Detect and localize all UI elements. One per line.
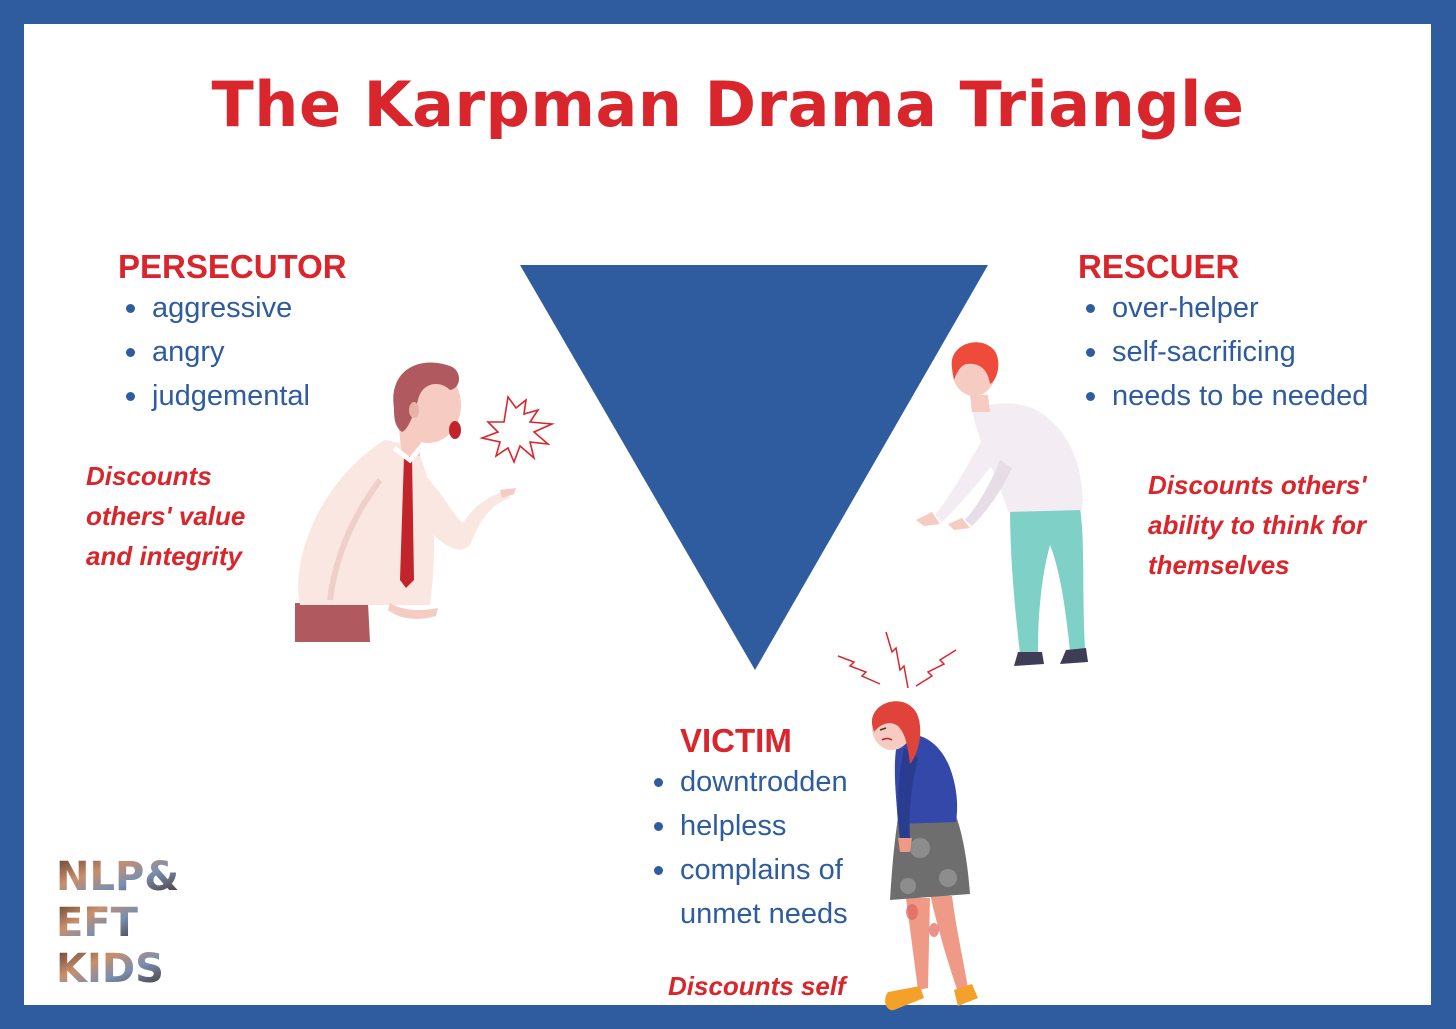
bullet-icon <box>1086 392 1095 401</box>
bullet-icon <box>126 348 135 357</box>
bullet-icon <box>1086 304 1095 313</box>
list-item: needs to be needed <box>1078 374 1368 418</box>
distress-burst-icon <box>837 631 957 689</box>
rescuer-section: RESCUER over-helper self-sacrificing nee… <box>1078 248 1368 418</box>
list-item: judgemental <box>118 374 347 418</box>
rescuer-discount: Discounts others' ability to think for t… <box>1148 470 1367 580</box>
victim-traits: downtrodden helpless complains of unmet … <box>646 760 848 936</box>
bullet-icon <box>654 822 663 831</box>
logo-line-1: NLP& <box>56 854 179 900</box>
list-item: downtrodden <box>646 760 848 804</box>
list-item: self-sacrificing <box>1078 330 1368 374</box>
list-item: over-helper <box>1078 286 1368 330</box>
persecutor-discount: Discounts others' value and integrity <box>86 461 246 571</box>
list-item: unmet needs <box>680 898 848 930</box>
bullet-icon <box>126 304 135 313</box>
shouting-man-illustration <box>295 362 516 642</box>
list-item: aggressive <box>118 286 347 330</box>
logo-icon: NLP& EFT KIDS <box>56 854 179 992</box>
victim-discount: Discounts self <box>668 971 846 1001</box>
helping-man-illustration <box>916 342 1088 666</box>
page-title: The Karpman Drama Triangle <box>211 68 1245 141</box>
rescuer-heading: RESCUER <box>1078 248 1240 285</box>
persecutor-section: PERSECUTOR aggressive angry judgemental <box>118 248 347 418</box>
list-item: helpless <box>646 804 848 848</box>
victim-heading: VICTIM <box>680 722 792 759</box>
bullet-icon <box>126 392 135 401</box>
sad-woman-illustration <box>871 701 978 1011</box>
victim-section: VICTIM downtrodden helpless complains of… <box>646 722 848 936</box>
rescuer-traits: over-helper self-sacrificing needs to be… <box>1078 286 1368 418</box>
bullet-icon <box>1086 348 1095 357</box>
persecutor-traits: aggressive angry judgemental <box>118 286 347 418</box>
persecutor-heading: PERSECUTOR <box>118 248 347 285</box>
shout-burst-icon <box>479 394 556 465</box>
list-item: angry <box>118 330 347 374</box>
logo-line-2: EFT <box>56 900 139 946</box>
bullet-icon <box>654 866 663 875</box>
list-item: complains of <box>646 848 848 892</box>
bullet-icon <box>654 778 663 787</box>
logo-line-3: KIDS <box>56 946 164 992</box>
